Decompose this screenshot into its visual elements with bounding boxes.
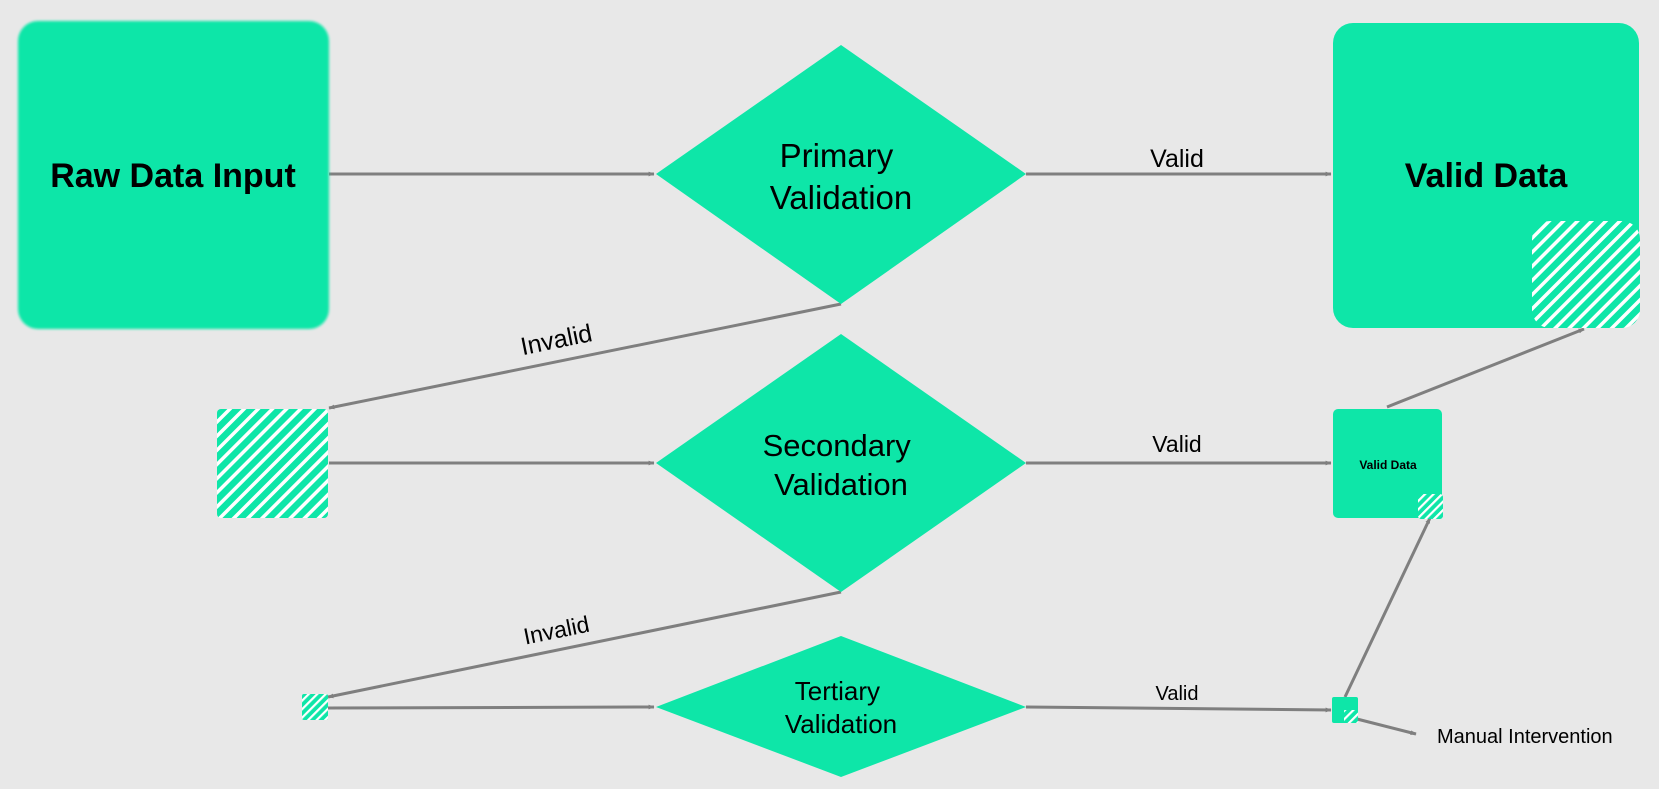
edge-tertiary-valid bbox=[1025, 705, 1332, 713]
invalid-data-hatch-node-small bbox=[302, 694, 328, 720]
valid-data-node-tiny bbox=[1332, 697, 1358, 723]
edge-primary-invalid bbox=[328, 302, 842, 410]
valid-data-small-label: Valid Data bbox=[1359, 458, 1417, 472]
primary-valid-label: Valid bbox=[1150, 145, 1204, 173]
tertiary-valid-label: Valid bbox=[1156, 683, 1199, 705]
secondary-validation-node: Secondary Validation bbox=[656, 334, 1026, 592]
secondary-valid-label: Valid bbox=[1152, 431, 1201, 457]
tertiary-validation-node: Tertiary Validation bbox=[656, 636, 1026, 777]
svg-text:Secondary Validation: Secondary Validation bbox=[763, 428, 920, 502]
edge-secondary-invalid bbox=[327, 590, 842, 699]
primary-validation-label-line2: Validation bbox=[770, 179, 913, 216]
secondary-validation-label-line2: Validation bbox=[774, 467, 908, 502]
svg-text:Primary Validation: Primary Validation bbox=[770, 137, 913, 216]
svg-text:Tertiary Validation: Tertiary Validation bbox=[785, 676, 897, 739]
primary-validation-node: Primary Validation bbox=[656, 45, 1026, 304]
edge-small-hatch-to-tertiary bbox=[327, 704, 655, 710]
valid-data-node-small: Valid Data bbox=[1333, 409, 1443, 519]
tertiary-validation-label-line2: Validation bbox=[785, 709, 897, 739]
manual-intervention-label: Manual Intervention bbox=[1437, 726, 1613, 748]
edge-small-valid-to-large-valid bbox=[1386, 327, 1585, 409]
edge-tiny-to-small-valid bbox=[1343, 517, 1432, 698]
primary-validation-label-line1: Primary bbox=[780, 137, 894, 174]
tertiary-validation-label-line1: Tertiary bbox=[795, 676, 880, 706]
edge-to-manual-intervention bbox=[1352, 716, 1417, 736]
valid-data-small-hatch-corner bbox=[1418, 494, 1443, 519]
valid-data-node-large: Valid Data bbox=[1333, 23, 1640, 328]
valid-data-large-label: Valid Data bbox=[1405, 157, 1569, 195]
primary-invalid-label: Invalid bbox=[518, 319, 594, 361]
valid-data-large-hatch-corner bbox=[1532, 221, 1640, 328]
raw-data-input-label: Raw Data Input bbox=[50, 157, 296, 195]
invalid-data-hatch-node bbox=[217, 409, 328, 518]
secondary-validation-label-line1: Secondary bbox=[763, 428, 912, 463]
raw-data-input-node: Raw Data Input bbox=[18, 21, 329, 329]
